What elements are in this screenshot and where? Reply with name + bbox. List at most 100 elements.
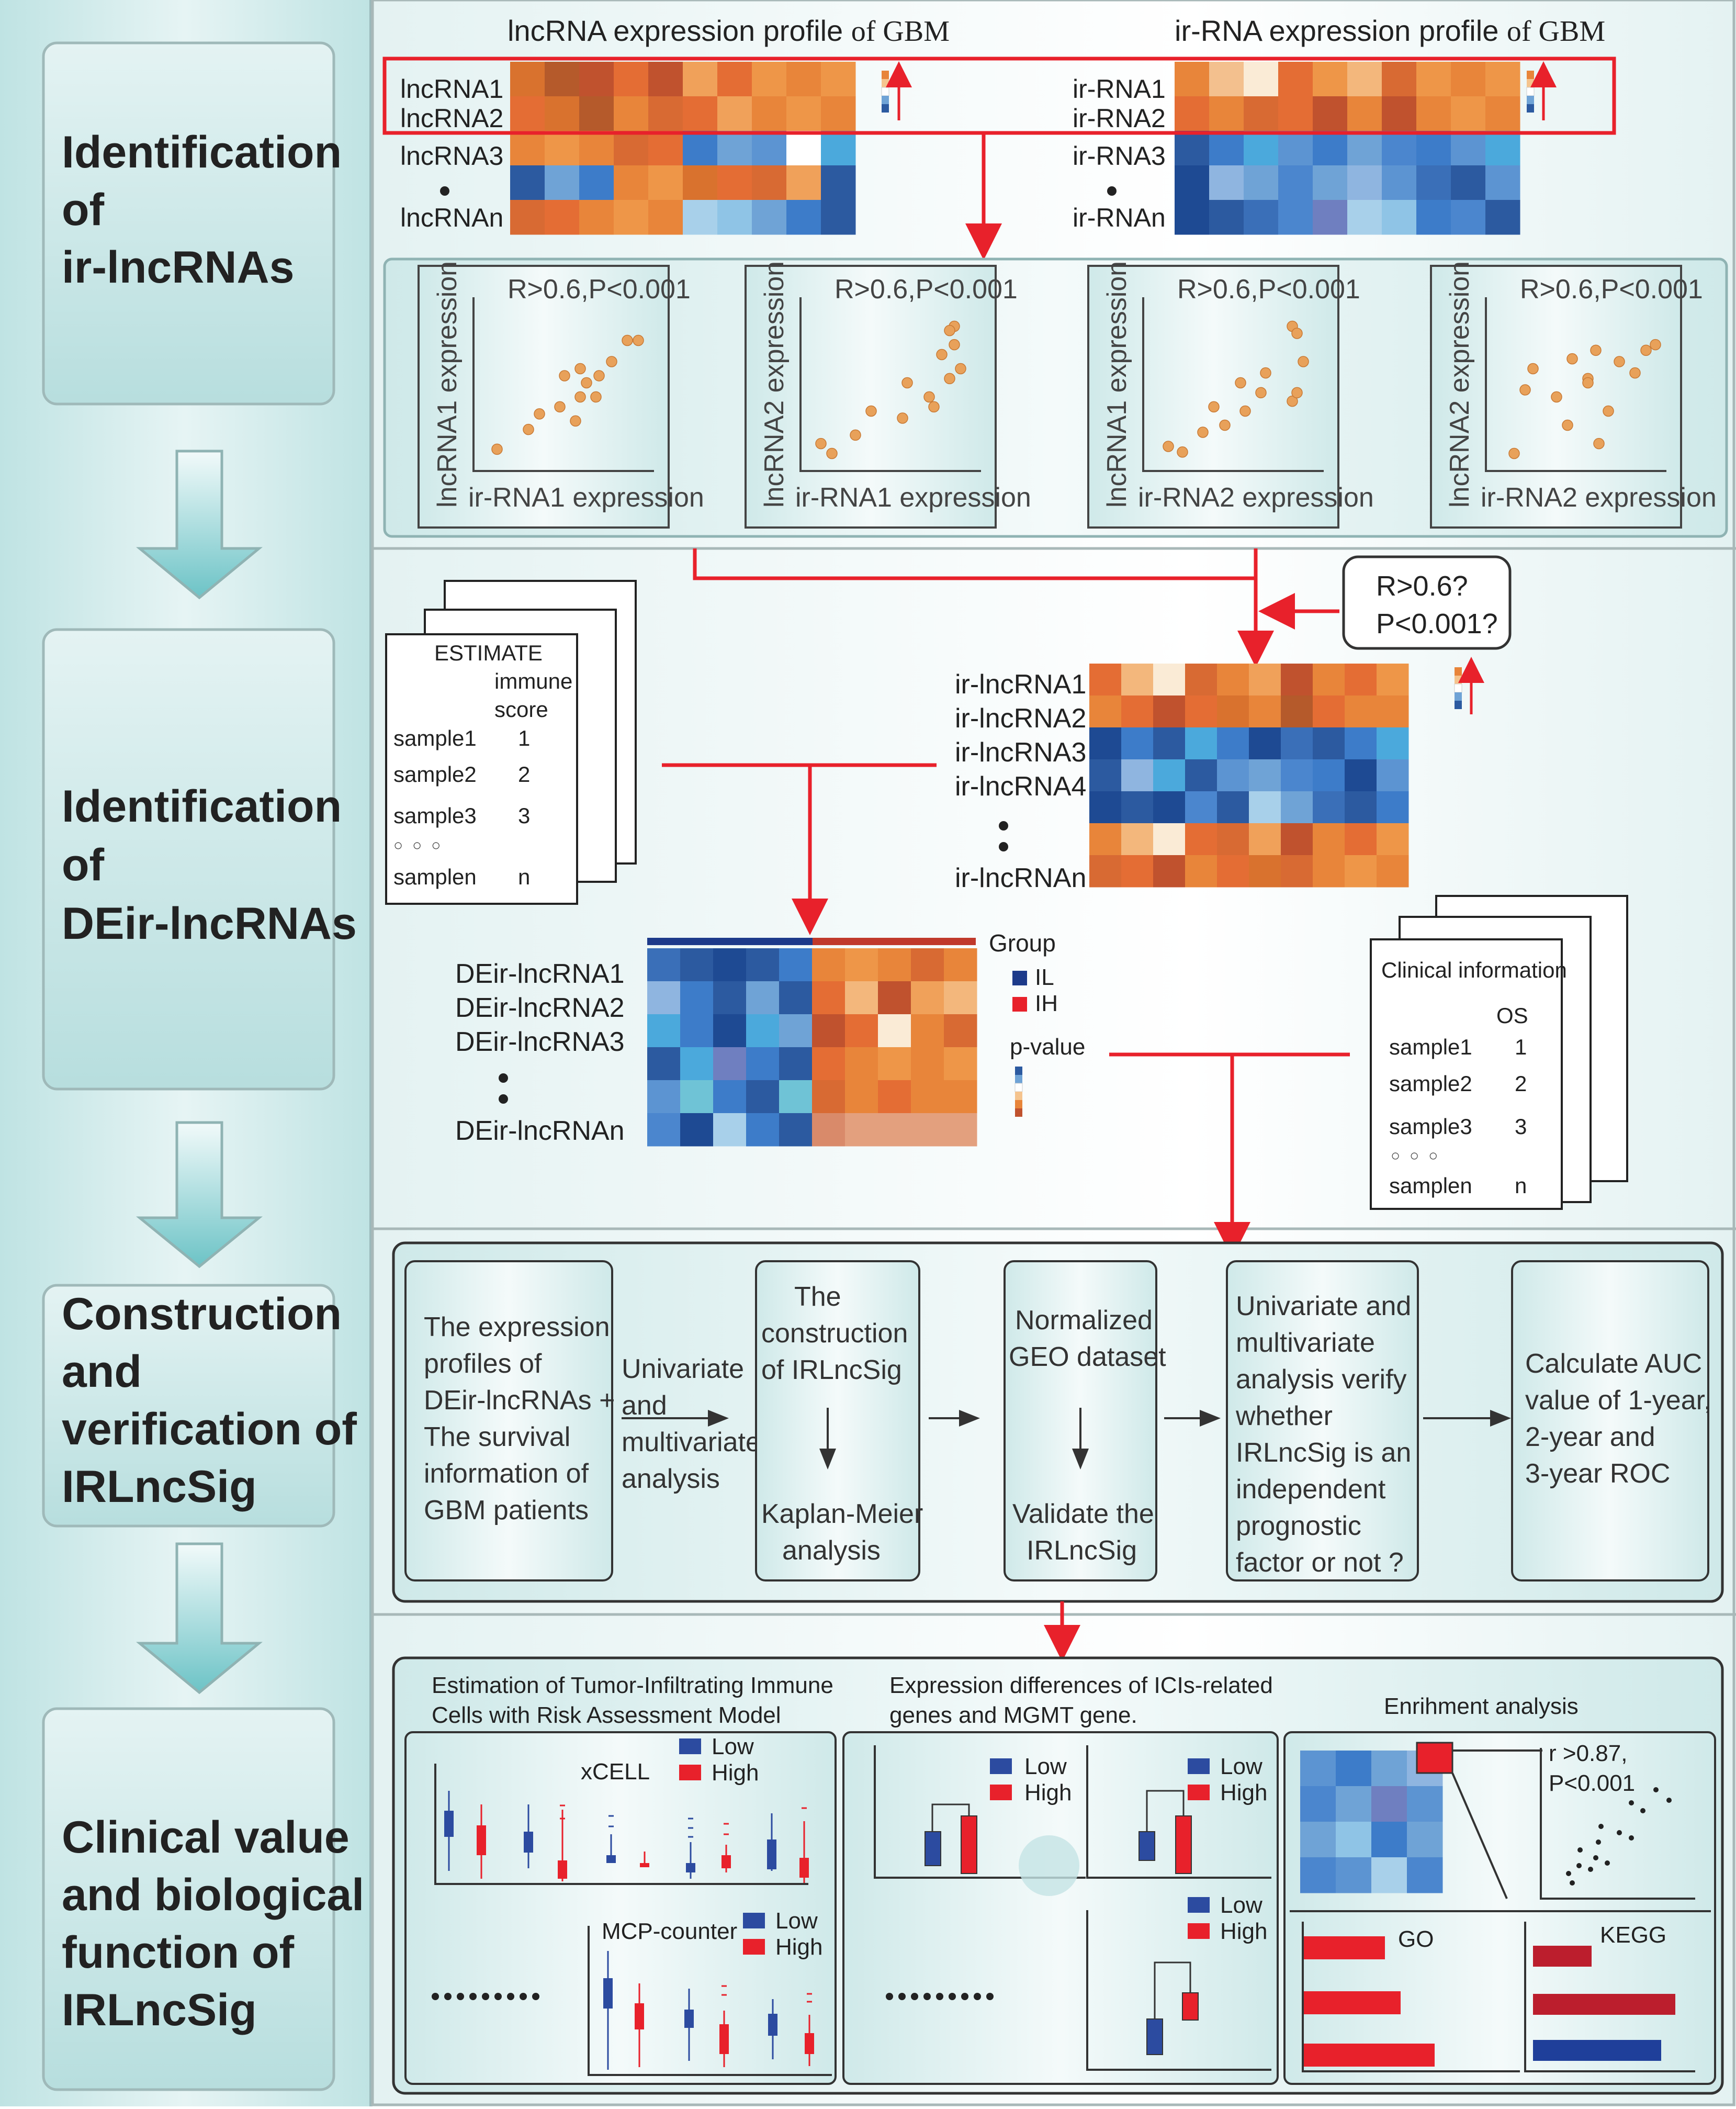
heatmap-cell bbox=[1382, 96, 1417, 131]
heatmap-cell bbox=[510, 131, 545, 166]
scatter-point bbox=[1562, 419, 1573, 431]
heatmap-cell bbox=[944, 1080, 977, 1114]
heatmap-cell bbox=[648, 131, 683, 166]
go-bar bbox=[1304, 1991, 1401, 2014]
heatmap-cell bbox=[1345, 791, 1377, 824]
legend-high: High bbox=[775, 1934, 823, 1960]
scatter-stat: R>0.6,P<0.001 bbox=[1177, 274, 1360, 305]
heatmap-cell bbox=[1313, 131, 1348, 166]
scatter-ylabel: lncRNA2 expression bbox=[759, 261, 790, 508]
heatmap-cell bbox=[1281, 759, 1313, 792]
heatmap-cell bbox=[812, 1047, 846, 1081]
heatmap-cell bbox=[648, 96, 683, 131]
boxplot bbox=[768, 1999, 777, 2059]
heatmap-cell bbox=[944, 1014, 977, 1048]
svg-text:ir-lncRNA1 ir-lncRNA2: ir-lncRNA1 ir-lncRNA2 ir-lncRNA3 ir-lncR… bbox=[955, 669, 1094, 893]
dot bbox=[444, 1993, 452, 2000]
heatmap-cell bbox=[1313, 200, 1348, 235]
estimate-title: ESTIMATE bbox=[434, 641, 543, 665]
heatmap-cell bbox=[1313, 664, 1345, 696]
scatter-point bbox=[944, 324, 955, 336]
irRNA-heatmap bbox=[1175, 62, 1520, 235]
ir-lncRNA-heatmap bbox=[1089, 664, 1409, 888]
heatmap-cell bbox=[680, 1113, 714, 1147]
heatmap-cell bbox=[845, 1014, 878, 1048]
heatmap-cell bbox=[1377, 791, 1409, 824]
heatmap-cell bbox=[1121, 695, 1154, 728]
scatter-point bbox=[1629, 367, 1641, 379]
heatmap-cell bbox=[1089, 759, 1122, 792]
heatmap-cell bbox=[1153, 759, 1186, 792]
heatmap-cell bbox=[1244, 131, 1279, 166]
stage-4-line: and biological bbox=[62, 1870, 364, 1920]
panel1-title: Estimation of Tumor-Infiltrating Immune bbox=[432, 1673, 833, 1698]
heatmap-cell bbox=[944, 1047, 977, 1081]
scatter-point bbox=[554, 401, 566, 413]
section-3: The expression profiles of DEir-lncRNAs … bbox=[392, 1241, 1724, 1662]
boxplot bbox=[640, 1852, 649, 1867]
corr-point bbox=[1640, 1808, 1645, 1813]
ir-row-label: ir-RNA2 bbox=[1073, 104, 1166, 133]
correlation-text: P<0.001 bbox=[1549, 1770, 1635, 1796]
heatmap-cell bbox=[1345, 695, 1377, 728]
heatmap-cell bbox=[944, 948, 977, 982]
heatmap-cell bbox=[821, 131, 856, 166]
boxplot bbox=[684, 1989, 694, 2061]
heatmap-cell bbox=[812, 981, 846, 1015]
heatmap-cell bbox=[1407, 1822, 1443, 1858]
heatmap-cell bbox=[911, 1113, 944, 1147]
heatmap-cell bbox=[717, 62, 752, 97]
down-arrow-3 bbox=[136, 1542, 263, 1695]
lnc-row-label: lncRNA2 bbox=[400, 104, 503, 133]
workflow-box-4-text: whether bbox=[1235, 1401, 1333, 1431]
group-bar-il bbox=[647, 938, 813, 945]
legend-ih: IH bbox=[1035, 991, 1058, 1016]
scatter-stat: R>0.6,P<0.001 bbox=[508, 274, 691, 305]
corr-point bbox=[1629, 1835, 1634, 1841]
panel2-title: Expression differences of ICIs-related bbox=[889, 1673, 1273, 1698]
clinical-os: 1 bbox=[1515, 1035, 1527, 1059]
heatmap-cell bbox=[614, 165, 649, 200]
estimate-sample: sample2 bbox=[393, 762, 477, 787]
legend-ih-swatch bbox=[1012, 997, 1027, 1012]
dot bbox=[923, 1993, 931, 2000]
heatmap-cell bbox=[845, 948, 878, 982]
scatter-point bbox=[1260, 367, 1271, 379]
dot bbox=[986, 1993, 994, 2000]
heatmap-cell bbox=[944, 1113, 977, 1147]
workflow-box-1 bbox=[404, 1260, 613, 1581]
ir-lnc-label: ir-lncRNA4 bbox=[955, 771, 1086, 802]
heatmap-cell bbox=[1347, 96, 1382, 131]
heatmap-cell bbox=[1121, 664, 1154, 696]
heatmap-cell bbox=[1382, 200, 1417, 235]
heatmap-cell bbox=[1336, 1786, 1372, 1822]
heatmap-cell bbox=[1089, 791, 1122, 824]
heatmap-cell bbox=[545, 200, 580, 235]
heatmap-cell bbox=[647, 981, 681, 1015]
heatmap-cell bbox=[821, 165, 856, 200]
heatmap-cell bbox=[1217, 727, 1249, 760]
ir-lnc-label: ir-lncRNA2 bbox=[955, 703, 1086, 734]
heatmap-cell bbox=[510, 62, 545, 97]
workflow-box-4 bbox=[1226, 1260, 1419, 1581]
color-scale-icon bbox=[1454, 657, 1484, 714]
heatmap-cell bbox=[713, 981, 747, 1015]
heatmap-cell bbox=[545, 62, 580, 97]
bar-low bbox=[925, 1831, 941, 1866]
stage-1-line: Identification bbox=[62, 127, 342, 177]
heatmap-cell bbox=[1377, 727, 1409, 760]
scatter-point bbox=[606, 356, 617, 367]
clinical-os: 2 bbox=[1515, 1071, 1527, 1096]
heatmap-cell bbox=[1217, 791, 1249, 824]
svg-text:ir-RNA expression profile: ir-RNA expression profile of GBM bbox=[1175, 14, 1605, 48]
boxplot bbox=[606, 1815, 616, 1863]
estimate-sample: samplen bbox=[393, 865, 477, 889]
heatmap-cell bbox=[779, 1047, 813, 1081]
scatter-point bbox=[593, 370, 605, 382]
svg-text:Univariate and mul: Univariate and multivariate analysis bbox=[622, 1354, 768, 1494]
heatmap-cell bbox=[1416, 165, 1451, 200]
stage-2-line: of bbox=[62, 840, 105, 890]
arrow-label: analysis bbox=[622, 1464, 720, 1494]
